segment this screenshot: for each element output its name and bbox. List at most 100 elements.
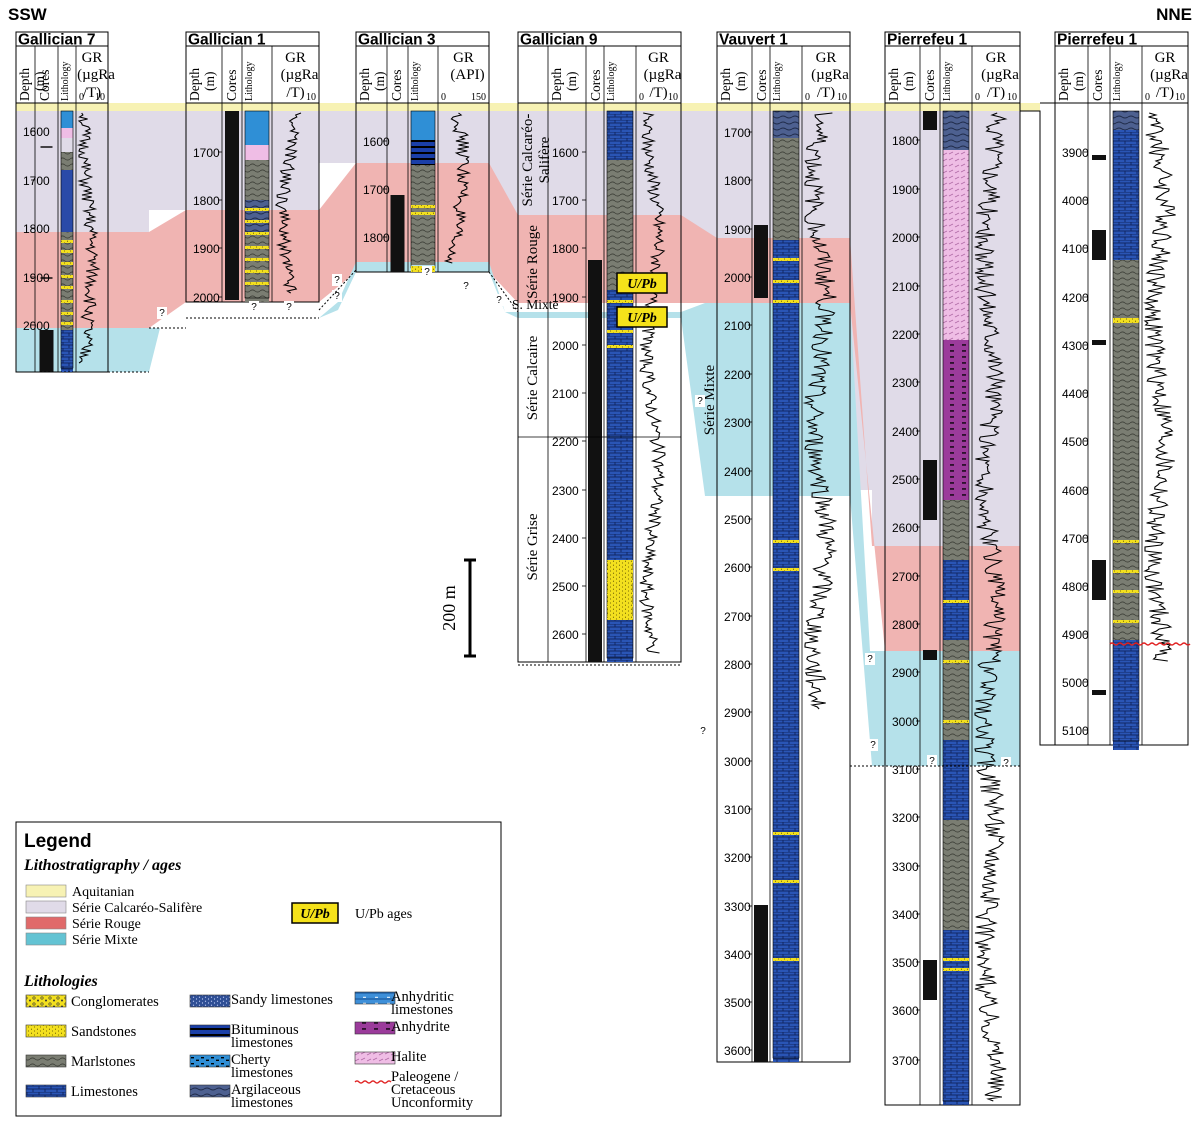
gr-scale-min: 0 xyxy=(1145,92,1150,103)
depth-label: 2600 xyxy=(892,521,919,535)
gr-header: GR xyxy=(82,50,103,66)
lithology-header: Lithology xyxy=(60,62,71,101)
depth-label: 2100 xyxy=(892,280,919,294)
lithology-interval xyxy=(943,820,969,930)
depth-label: 1900 xyxy=(552,291,579,305)
cores-header: Cores xyxy=(922,70,937,102)
lithology-interval xyxy=(943,111,969,150)
sand-bed xyxy=(773,568,799,571)
depth-label: 4200 xyxy=(1062,291,1089,305)
core-interval xyxy=(1092,340,1106,345)
depth-label: 4700 xyxy=(1062,532,1089,546)
unknown-label: ? xyxy=(463,281,469,292)
depth-label: 5000 xyxy=(1062,676,1089,690)
depth-unit: (m) xyxy=(901,72,916,92)
depth-label: 2000 xyxy=(552,339,579,353)
sand-bed xyxy=(773,280,799,283)
direction-nne: NNE xyxy=(1156,5,1192,24)
depth-label: 2500 xyxy=(892,473,919,487)
depth-header: Depth xyxy=(718,68,733,101)
unit-serie-grise: Série Grise xyxy=(525,513,541,580)
depth-label: 2500 xyxy=(552,580,579,594)
sand-bed xyxy=(607,580,633,583)
depth-label: 2300 xyxy=(552,484,579,498)
gr-unit-2: /T) xyxy=(987,85,1005,101)
depth-label: 2800 xyxy=(724,658,751,672)
depth-label: 1800 xyxy=(193,194,220,208)
legend-section-lith: Lithologies xyxy=(23,973,98,990)
depth-label: 2000 xyxy=(724,271,751,285)
unknown-marker: ? xyxy=(332,290,342,302)
lithology-interval xyxy=(61,152,73,170)
unknown-marker: ? xyxy=(695,395,705,407)
core-interval xyxy=(1092,560,1106,600)
unit-calcareo-salifere: Série Calcaréo-Salifère xyxy=(520,114,553,207)
legend-lith-swatch xyxy=(189,1084,231,1098)
gr-curve xyxy=(802,112,838,710)
lithology-interval xyxy=(245,232,269,302)
core-interval xyxy=(923,960,937,1000)
sand-bed xyxy=(411,205,435,208)
gr-curve xyxy=(638,112,667,654)
unknown-label: ? xyxy=(867,654,873,665)
depth-label: 1900 xyxy=(23,271,50,285)
lithology-interval xyxy=(245,200,269,232)
lithology-interval xyxy=(607,160,633,230)
depth-label: 2700 xyxy=(724,610,751,624)
unknown-label: ? xyxy=(334,291,340,302)
depth-label: 1800 xyxy=(892,134,919,148)
depth-label: 1700 xyxy=(363,183,390,197)
depth-label: 2200 xyxy=(724,368,751,382)
cores-header: Cores xyxy=(224,70,239,102)
well-title: Gallician 3 xyxy=(358,32,436,49)
gr-header: GR xyxy=(1155,50,1176,66)
lithology-interval xyxy=(411,111,435,140)
lithology-interval xyxy=(943,740,969,820)
depth-label: 2600 xyxy=(724,561,751,575)
sand-bed xyxy=(943,968,969,971)
unknown-marker: ? xyxy=(927,755,937,767)
legend-lith-swatch xyxy=(25,994,67,1008)
legend-lith-label: Sandy limestones xyxy=(231,992,333,1008)
lithology-interval xyxy=(61,330,73,372)
sand-bed xyxy=(411,212,435,215)
sand-bed xyxy=(773,540,799,543)
dotted-boundary xyxy=(488,271,519,313)
gr-scale-max: 150 xyxy=(471,92,486,103)
core-interval xyxy=(588,260,602,662)
gr-unit: (µgRa xyxy=(981,67,1019,83)
lithology-header: Lithology xyxy=(244,62,255,101)
legend-swatch xyxy=(25,884,67,898)
unknown-marker: ? xyxy=(698,725,708,737)
depth-label: 2000 xyxy=(23,319,50,333)
unit-serie-mixte: Série Mixte xyxy=(702,364,718,435)
lithology-interval xyxy=(607,430,633,560)
lithology-interval xyxy=(61,111,73,128)
lithology-interval xyxy=(61,138,73,152)
legend-lith-label: Anhydrite xyxy=(391,1019,450,1035)
legend-lith-swatch xyxy=(354,1021,396,1035)
depth-label: 3200 xyxy=(724,851,751,865)
sand-bed xyxy=(1113,570,1139,573)
depth-label: 3200 xyxy=(892,811,919,825)
well-title: Gallician 9 xyxy=(520,32,598,49)
sand-bed xyxy=(245,270,269,273)
lithology-interval xyxy=(773,138,799,240)
legend: Legend Lithostratigraphy / ages Litholog… xyxy=(15,821,502,1117)
depth-label: 4300 xyxy=(1062,339,1089,353)
band-calcareo-salifere xyxy=(16,111,1020,546)
gr-header: GR xyxy=(285,50,306,66)
gr-unit-2: /T) xyxy=(817,85,835,101)
band-serie-mixte xyxy=(16,262,1020,766)
depth-label: 2500 xyxy=(724,513,751,527)
depth-unit: (m) xyxy=(733,72,748,92)
upb-age-box: U/Pb xyxy=(616,306,668,328)
depth-label: 2600 xyxy=(552,628,579,642)
depth-label: 2300 xyxy=(724,416,751,430)
legend-strat-label: Série Calcaréo-Salifère xyxy=(72,901,202,916)
